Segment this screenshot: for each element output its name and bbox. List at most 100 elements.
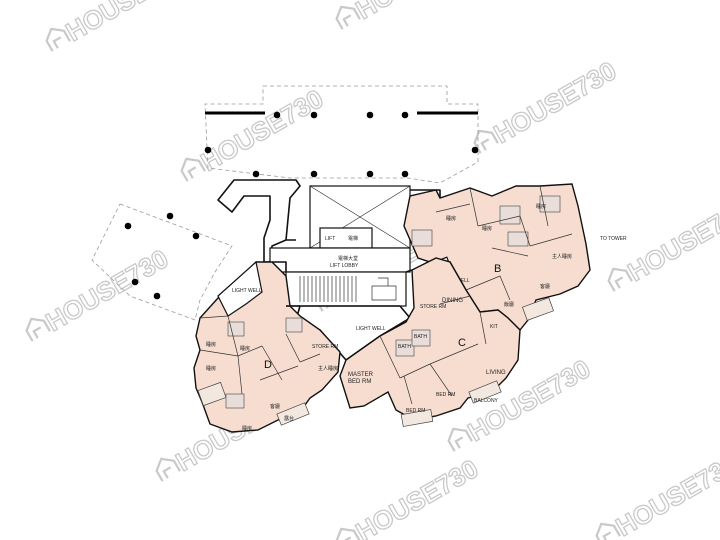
unit-c-kitchen: KIT xyxy=(490,324,498,330)
column xyxy=(401,170,409,178)
columns xyxy=(124,111,479,300)
watermark-text: HOUSE730 xyxy=(489,55,622,149)
bath-label: BATH xyxy=(414,334,427,340)
column xyxy=(166,212,174,220)
lift-label: LIFT xyxy=(325,236,335,242)
column xyxy=(153,292,161,300)
column xyxy=(124,222,132,230)
unit-c-bathroom xyxy=(411,329,431,347)
unit-c-bedroom: BED RM xyxy=(436,392,455,398)
unit-d-letter: D xyxy=(264,359,272,371)
light-well-label: LIGHT WELL xyxy=(232,288,262,294)
watermark-text: HOUSE730 xyxy=(611,448,720,540)
covered-walkway-outline xyxy=(91,203,233,321)
watermark-text: HOUSE730 xyxy=(351,0,484,25)
canopy-outline xyxy=(204,85,479,184)
unit-d-balcony xyxy=(276,402,310,426)
unit-b-bathroom xyxy=(539,195,561,213)
unit-b-letter: B xyxy=(494,263,501,275)
unit-b-dining: 飯廳 xyxy=(504,301,514,308)
column xyxy=(366,170,374,178)
watermark: HOUSE730 xyxy=(335,453,484,540)
house-logo-icon xyxy=(45,27,71,52)
unit-d-balcony xyxy=(197,381,227,407)
house-logo-icon xyxy=(180,157,206,182)
unit-c-master-1: MASTER xyxy=(348,372,374,378)
unit-b-bathroom xyxy=(507,231,529,247)
podium-outline xyxy=(91,85,479,321)
house-logo-icon xyxy=(447,427,473,452)
unit-d-bathroom xyxy=(227,321,245,337)
watermark: HOUSE730 xyxy=(180,83,329,182)
watermark-text: HOUSE730 xyxy=(61,0,194,47)
bath-label: BATH xyxy=(398,344,411,350)
house-logo-icon xyxy=(155,457,181,482)
unit-b-bathroom xyxy=(411,229,433,247)
unit-c-bathroom xyxy=(395,339,415,357)
column xyxy=(204,146,212,154)
unit-c-store: STORE RM xyxy=(420,304,446,310)
unit-c-balcony xyxy=(400,409,434,427)
column xyxy=(471,146,479,154)
watermark-text: HOUSE730 xyxy=(351,453,484,540)
watermark: HOUSE730 xyxy=(473,55,622,154)
unit-d-bedroom: 睡房 xyxy=(206,365,216,372)
core: LIFT 電梯 電梯大堂 LIFT LOBBY LIGHT WELL xyxy=(217,179,441,361)
unit-d-living: 客廳 xyxy=(270,403,280,410)
unit-d-balcony-label: 露台 xyxy=(284,415,294,422)
stair-door xyxy=(378,277,389,286)
column xyxy=(252,170,260,178)
light-well-label: LIGHT WELL xyxy=(356,326,386,332)
watermark: HOUSE730 xyxy=(335,0,484,30)
unit-b-bedroom: 睡房 xyxy=(446,215,456,222)
unit-d-bathroom xyxy=(225,393,245,409)
unit-d-store: STORE RM xyxy=(312,344,338,350)
unit-d: LIGHT WELL D 睡房 睡房 睡房 睡房 STORE RM 主人睡房 客… xyxy=(193,260,341,433)
lift-label-cn: 電梯 xyxy=(348,235,358,242)
house-logo-icon xyxy=(595,522,621,540)
unit-c-living: LIVING xyxy=(486,370,506,376)
watermark-text: HOUSE730 xyxy=(41,243,174,337)
unit-b-bedroom: 睡房 xyxy=(482,225,492,232)
house-logo-icon xyxy=(335,527,361,540)
lift-lobby-label: LIFT LOBBY xyxy=(330,263,359,269)
unit-d-bathroom xyxy=(285,317,303,333)
unit-d-light-well xyxy=(217,260,263,317)
unit-d-bedroom: 睡房 xyxy=(206,341,216,348)
column xyxy=(310,111,318,119)
corridor-wall xyxy=(405,269,413,273)
column xyxy=(366,111,374,119)
unit-d-master: 主人睡房 xyxy=(318,365,338,372)
house-logo-icon xyxy=(607,267,633,292)
watermark: HOUSE730 xyxy=(607,193,720,292)
unit-c-partition xyxy=(379,295,487,405)
watermark: HOUSE730 xyxy=(45,0,194,52)
watermark-text: HOUSE730 xyxy=(623,193,720,287)
unit-d-partition xyxy=(199,315,321,395)
unit-d-bedroom: 睡房 xyxy=(242,425,252,432)
unit-c-master-2: BED RM xyxy=(348,379,371,385)
column xyxy=(192,232,200,240)
column xyxy=(401,111,409,119)
column xyxy=(131,278,139,286)
unit-b-partition xyxy=(435,185,573,301)
watermark: HOUSE730 xyxy=(25,243,174,342)
corridor-walls xyxy=(272,261,413,307)
house-logo-icon xyxy=(473,129,499,154)
unit-c-bedroom: BED RM xyxy=(406,408,425,414)
to-tower-label: TO TOWER xyxy=(600,236,627,242)
watermark-text: HOUSE730 xyxy=(196,83,329,177)
lift-lobby-area xyxy=(269,247,411,273)
corridor-wall xyxy=(272,261,287,272)
house-logo-icon xyxy=(25,317,51,342)
column xyxy=(273,111,281,119)
unit-b-living: 客廳 xyxy=(540,283,550,290)
unit-b-balcony xyxy=(522,297,554,321)
lift-lobby-label-cn: 電梯大堂 xyxy=(338,255,358,262)
unit-b-bathroom xyxy=(499,205,521,225)
unit-b-master: 主人睡房 xyxy=(552,253,572,260)
column xyxy=(310,170,318,178)
unit-c-letter: C xyxy=(458,337,466,349)
unit-c-balcony xyxy=(468,380,502,404)
